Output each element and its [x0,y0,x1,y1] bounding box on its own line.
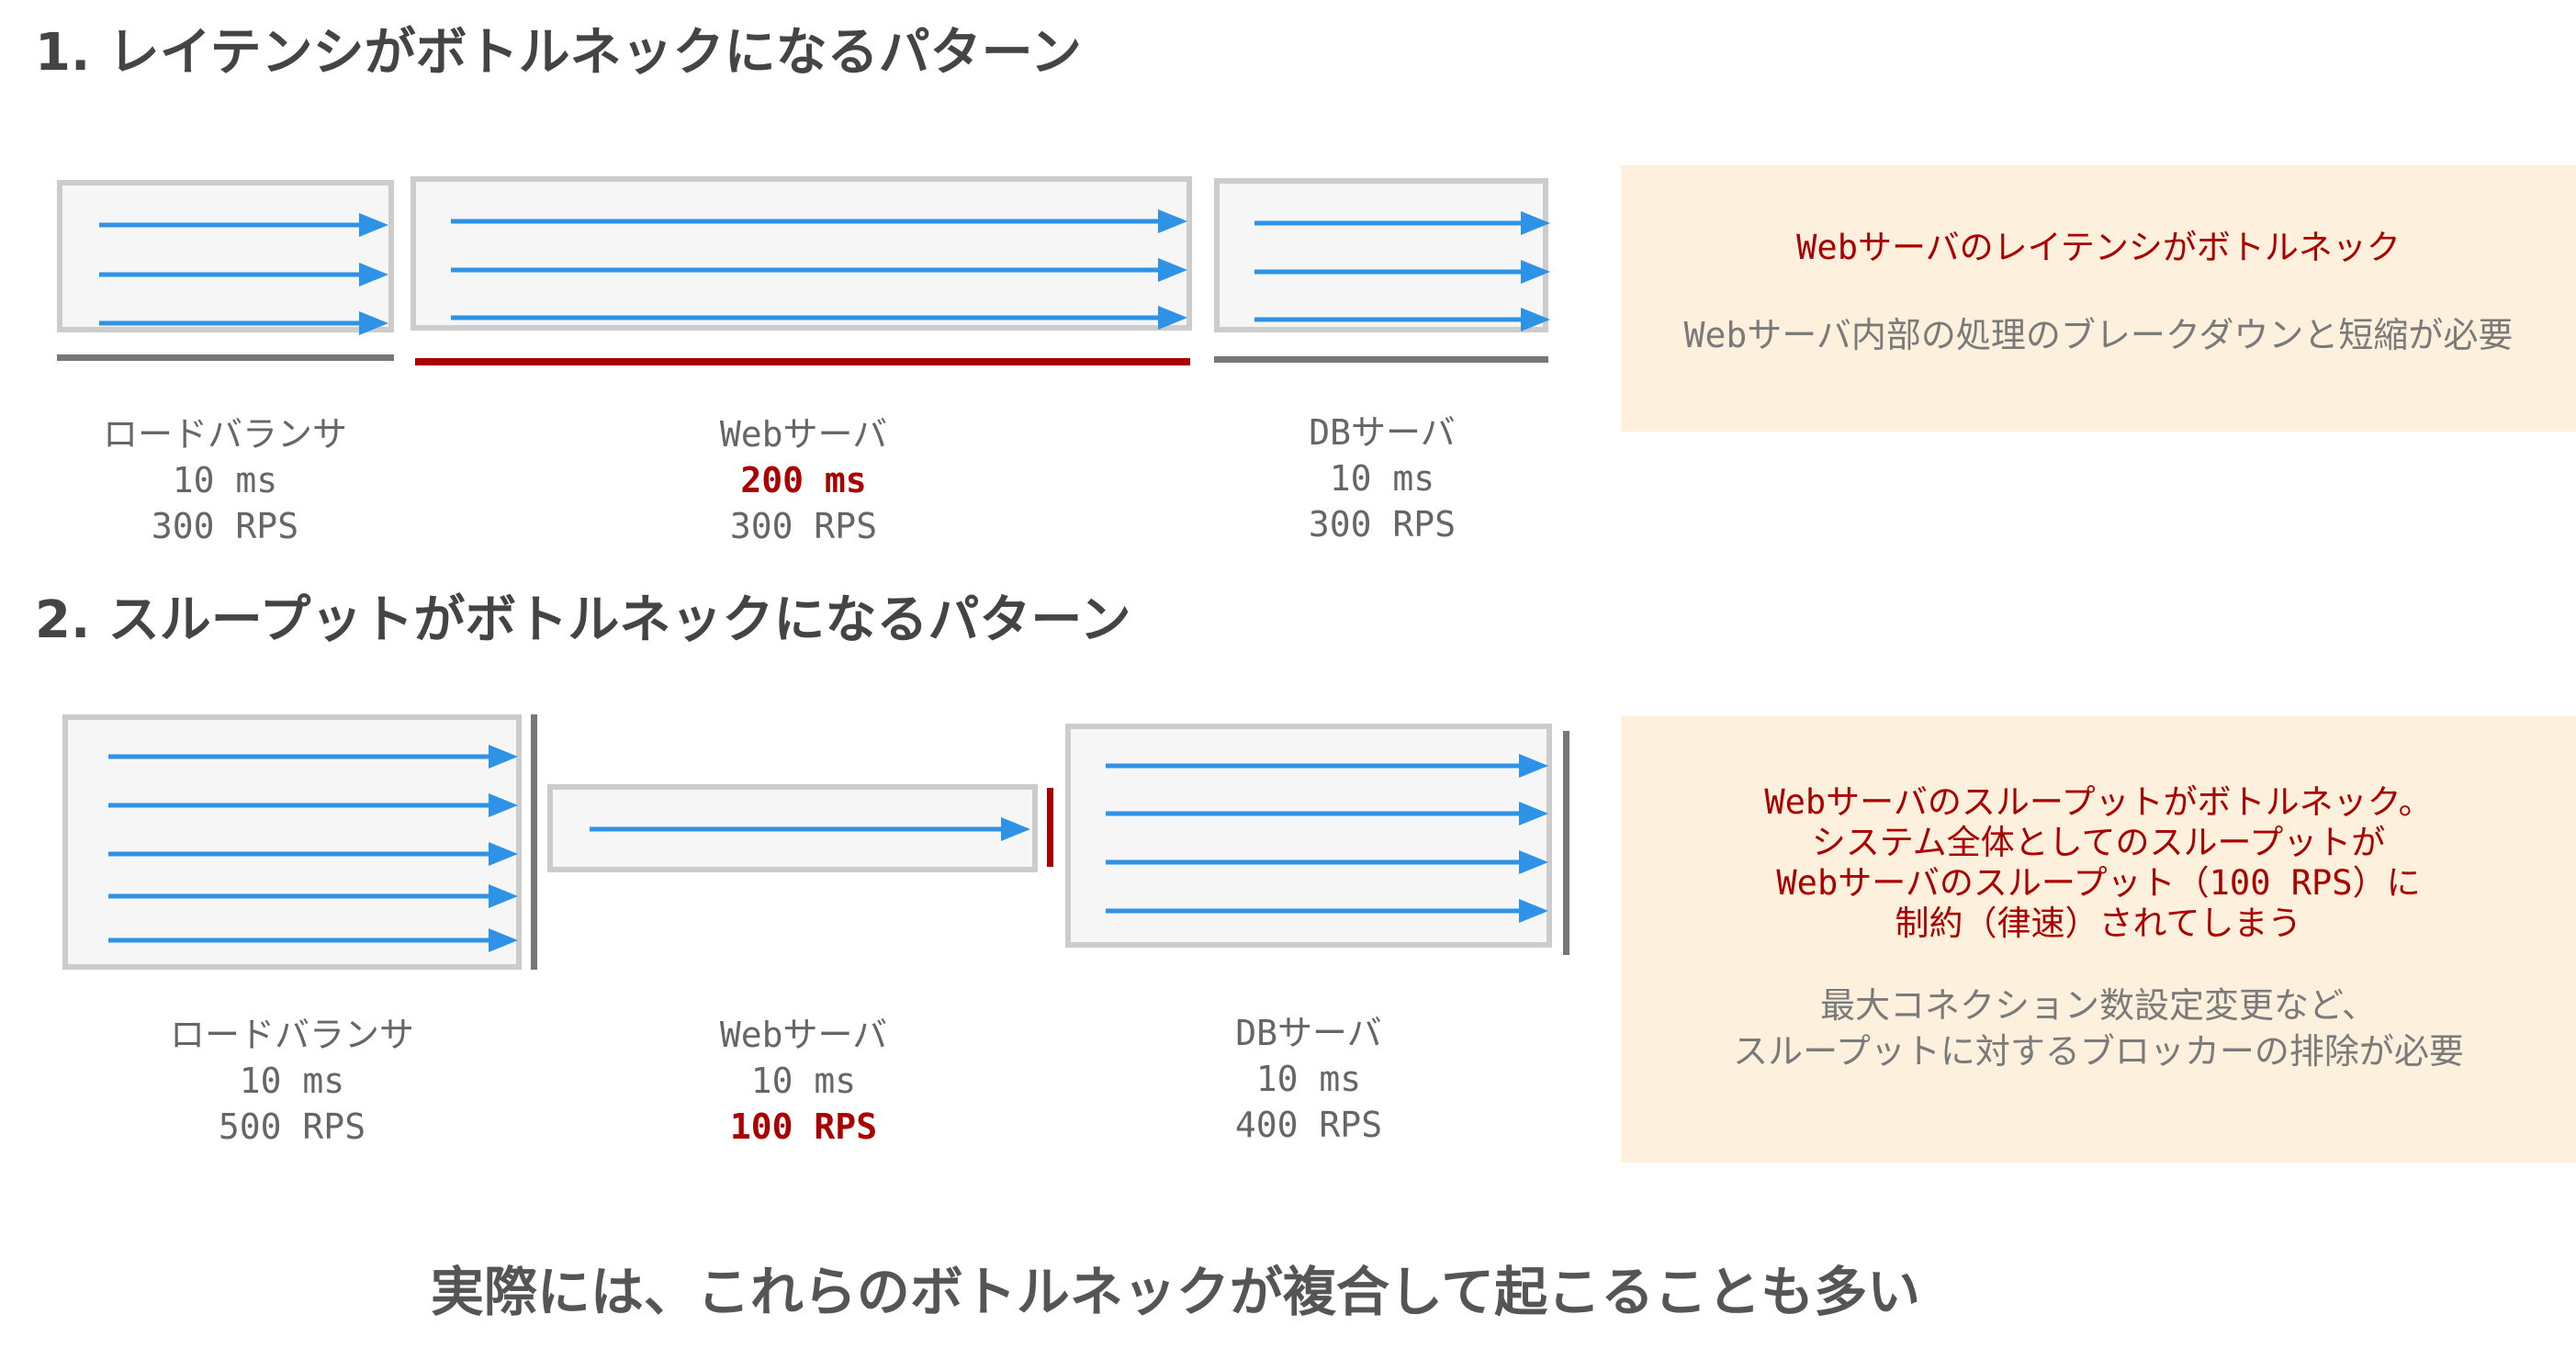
server-rps: 300 RPS [1308,504,1457,545]
section1-lb-box [57,180,394,335]
arrow-right-icon [108,793,518,817]
section2-web-arrows [590,817,1030,841]
section2-db-label: DBサーバ 10 ms 400 RPS [1125,1010,1492,1148]
note-headline: Webサーバのレイテンシがボトルネック [1796,228,2401,267]
section2-lb-box [62,714,522,970]
note-headline-line: 制約（律速）されてしまう [1895,904,2302,943]
server-latency: 10 ms [1255,1059,1362,1099]
section2-web-box [547,784,1038,872]
note-headline-line: Webサーバのスループットがボトルネック。 [1764,782,2433,822]
note-detail-line: スループットに対するブロッカーの排除が必要 [1733,1031,2464,1072]
section2-db-capacity-bar [1563,731,1569,955]
section1-db-underline [1214,356,1548,363]
section2-title: 2. スループットがボトルネックになるパターン [35,590,1131,650]
arrow-right-icon [1254,308,1550,331]
arrow-right-icon [1106,754,1548,778]
server-rps-bottleneck: 100 RPS [729,1106,878,1147]
server-rps: 500 RPS [218,1106,366,1147]
server-rps: 300 RPS [151,506,299,546]
note-headline-line: システム全体としてのスループットが [1811,823,2386,862]
section2-db-box [1065,724,1552,948]
arrow-right-icon [108,842,518,866]
arrow-right-icon [108,928,518,952]
server-name: ロードバランサ [102,414,347,455]
arrow-right-icon [1254,211,1550,235]
section2-lb-arrows [108,745,518,952]
section1-note: Webサーバのレイテンシがボトルネック Webサーバ内部の処理のブレークダウンと… [1621,165,2576,432]
arrow-right-icon [590,817,1030,841]
section1-title: 1. レイテンシがボトルネックになるパターン [35,23,1082,83]
section1-lb-label: ロードバランサ 10 ms 300 RPS [41,411,409,549]
server-name: Webサーバ [719,1015,888,1055]
server-latency: 10 ms [750,1061,857,1101]
arrow-right-icon [99,311,388,335]
section2-lb-label: ロードバランサ 10 ms 500 RPS [108,1012,476,1150]
server-rps: 400 RPS [1234,1105,1383,1145]
section1-web-label: Webサーバ 200 ms 300 RPS [620,411,987,549]
section1-lb-arrows [99,213,388,335]
server-latency: 10 ms [172,460,278,500]
server-name: Webサーバ [719,414,888,455]
section2-lb-capacity-bar [531,714,537,970]
server-latency: 10 ms [239,1061,345,1101]
note-detail-line: 最大コネクション数設定変更など、 [1819,985,2378,1026]
server-rps: 300 RPS [729,506,878,546]
server-name: DBサーバ [1235,1013,1382,1053]
arrow-right-icon [108,745,518,769]
arrow-right-icon [1106,802,1548,826]
server-latency: 10 ms [1329,458,1435,499]
arrow-right-icon [108,884,518,908]
arrow-right-icon [451,209,1187,233]
section1-db-box [1214,178,1550,332]
section2-web-label: Webサーバ 10 ms 100 RPS [620,1012,987,1150]
section1-web-arrows [451,209,1187,330]
section2-db-arrows [1106,754,1548,923]
section1-web-underline-bottleneck [415,358,1190,365]
arrow-right-icon [451,306,1187,330]
arrow-right-icon [1254,260,1550,284]
section2-web-capacity-bar-bottleneck [1047,788,1053,867]
note-detail: Webサーバ内部の処理のブレークダウンと短縮が必要 [1683,315,2514,355]
arrow-right-icon [99,213,388,237]
section2-note: Webサーバのスループットがボトルネック。 システム全体としてのスループットが … [1621,716,2576,1162]
section1-lb-underline [57,354,394,361]
arrow-right-icon [1106,899,1548,923]
server-name: DBサーバ [1309,412,1456,453]
arrow-right-icon [1106,850,1548,874]
footer-summary: 実際には、これらのボトルネックが複合して起こることも多い [430,1261,1921,1323]
section1-db-arrows [1254,211,1550,331]
note-headline-line: Webサーバのスループット（100 RPS）に [1776,863,2421,903]
section1-db-label: DBサーバ 10 ms 300 RPS [1198,410,1566,547]
arrow-right-icon [451,258,1187,282]
section1-web-box [411,176,1192,331]
server-latency-bottleneck: 200 ms [740,460,867,500]
server-name: ロードバランサ [169,1015,414,1055]
arrow-right-icon [99,263,388,286]
